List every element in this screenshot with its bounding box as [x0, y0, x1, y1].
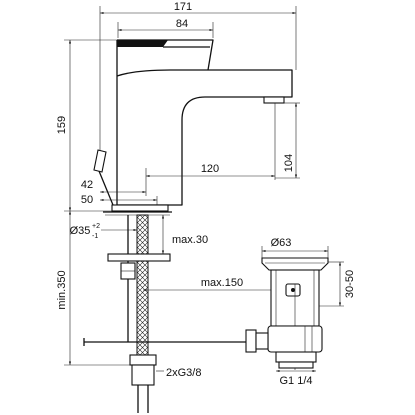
waste-flange — [261, 257, 329, 271]
label-hose-thread: 2xG3/8 — [166, 367, 201, 379]
braided-hose — [136, 214, 149, 356]
waste-tail-end — [278, 361, 314, 369]
waste-tail — [275, 351, 317, 363]
pop-up-rod-knob — [93, 149, 107, 173]
label-overall-width: 171 — [174, 1, 192, 13]
hose-fitting-body — [131, 364, 155, 386]
base-flange — [111, 204, 169, 212]
faucet-body-outline — [116, 40, 293, 206]
label-deck-thickness: max.30 — [172, 234, 208, 246]
label-hole-diameter: Ø35 — [70, 225, 91, 237]
label-waste-diameter: Ø63 — [271, 237, 292, 249]
label-hole-tolerance-minus: -1 — [92, 233, 98, 240]
waste-body-lower — [267, 325, 323, 353]
hose-fitting-nut — [129, 354, 157, 366]
label-base-offset: 50 — [81, 194, 93, 206]
label-waste-offset: max.150 — [201, 277, 243, 289]
label-rod-offset: 42 — [81, 179, 93, 191]
mounting-plate — [107, 253, 171, 262]
label-spout-reach: 120 — [201, 163, 219, 175]
label-overall-height: 159 — [56, 116, 68, 134]
waste-lever-pivot — [291, 288, 295, 292]
waste-side-connector — [255, 332, 269, 350]
label-spout-height: 104 — [283, 154, 295, 172]
label-handle-length: 84 — [176, 18, 188, 30]
aerator — [263, 96, 285, 104]
label-waste-range: 30-50 — [344, 270, 356, 298]
label-waste-thread: G1 1/4 — [279, 375, 312, 387]
lever-handle-bottom-edge — [116, 69, 208, 77]
waste-side-nut — [245, 329, 257, 353]
label-hole-tolerance-plus: +2 — [92, 223, 100, 230]
lever-handle-top-band — [117, 40, 168, 47]
label-hose-length: min.350 — [56, 270, 68, 309]
